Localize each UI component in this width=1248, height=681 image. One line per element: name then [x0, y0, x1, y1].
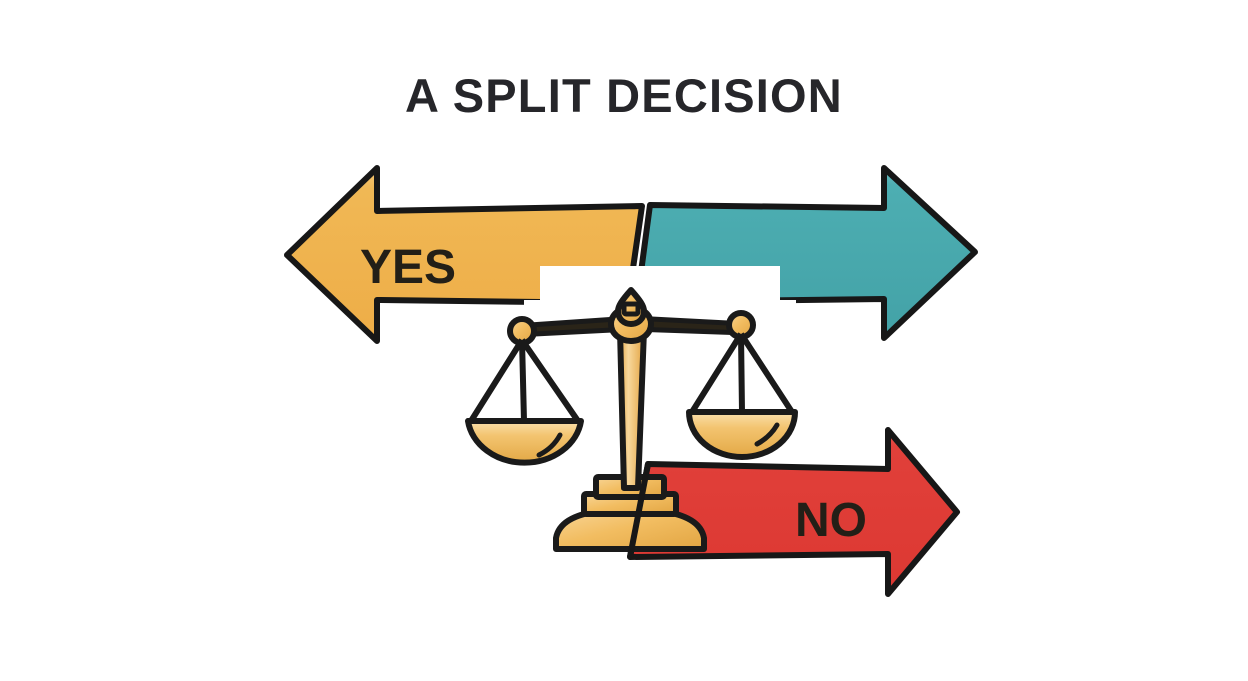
scales-left-strings [468, 338, 581, 423]
scales-column [617, 327, 647, 491]
scales-left-pivot [507, 316, 537, 346]
scales-left-pan [465, 418, 584, 466]
scales-right-pivot [726, 310, 756, 340]
no-arrow-label: NO [795, 494, 867, 547]
scales-right-strings [689, 332, 795, 414]
scales-of-justice-icon [465, 287, 798, 552]
scales-finial-collar [621, 301, 641, 317]
yes-arrow-label: YES [360, 241, 456, 294]
scales-right-pan [686, 409, 798, 460]
page-title: A SPLIT DECISION [405, 69, 843, 122]
no-arrow[interactable]: NO [627, 427, 960, 597]
scales-left-pan-highlight [536, 432, 563, 458]
scales-right-pan-highlight [754, 422, 780, 447]
no-arrow-left-edge [627, 463, 651, 558]
